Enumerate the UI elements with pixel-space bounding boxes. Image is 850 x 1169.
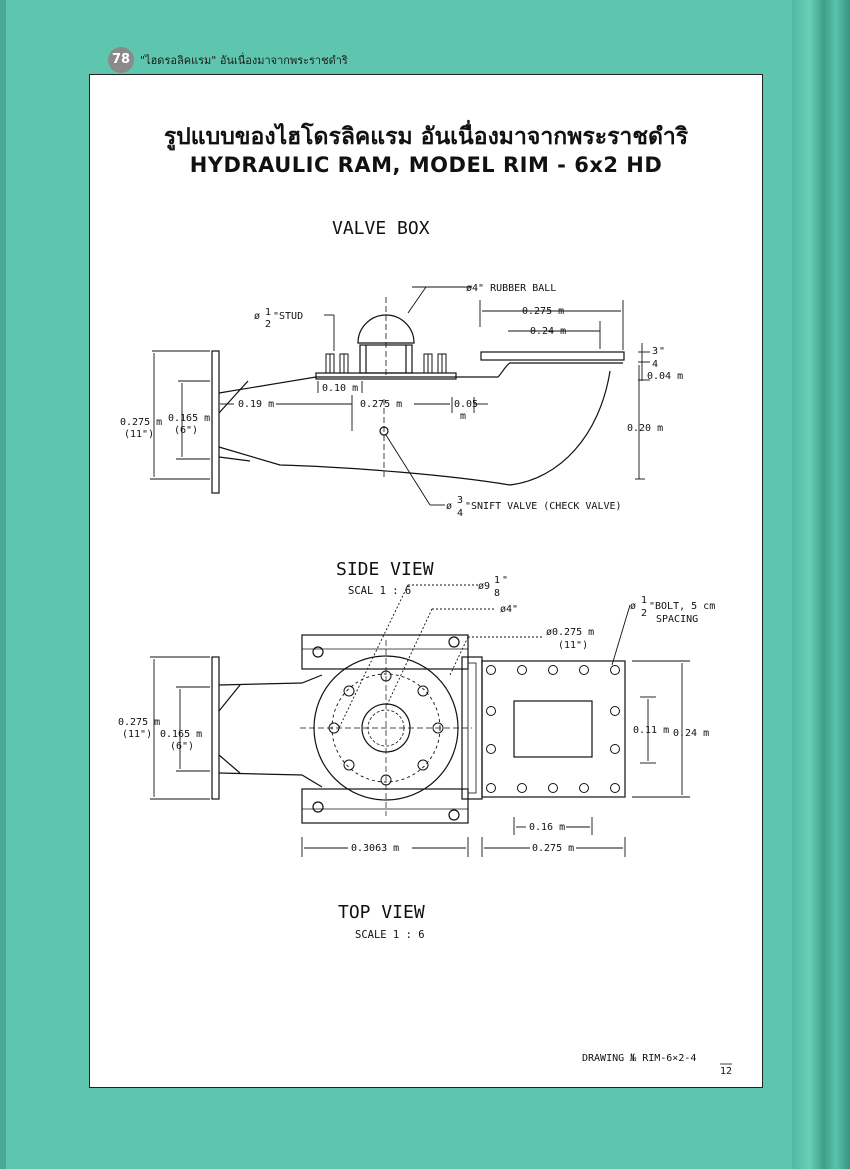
label-dia-4: ø4" — [500, 604, 518, 615]
label-snift-den: 4 — [457, 508, 463, 519]
label-stud-den: 2 — [265, 319, 271, 330]
dim-left-11: (11") — [124, 429, 154, 440]
rubber-ball — [357, 314, 415, 344]
dim-top-left-11: (11") — [122, 729, 152, 740]
inlet-flange — [211, 350, 220, 494]
label-spacing: SPACING — [656, 614, 698, 625]
page-spine-shadow — [0, 0, 6, 1169]
dim-top-0165: 0.165 m — [160, 729, 202, 740]
side-view-title: SIDE VIEW — [336, 559, 434, 580]
valve-housing — [359, 344, 413, 374]
lower-mount-lug — [301, 788, 469, 824]
dim-010: 0.10 m — [322, 383, 358, 394]
label-bolt-den: 2 — [641, 608, 647, 619]
book-binding-edge — [792, 0, 850, 1169]
dim-left-0275: 0.275 m — [120, 417, 162, 428]
dim-005: 0.05 — [454, 399, 478, 410]
label-snift-dia: ø — [446, 501, 452, 512]
label-stud-dia: ø — [254, 311, 260, 322]
drawing-sheet-count: 12 — [720, 1066, 732, 1077]
dim-6: (6") — [174, 425, 198, 436]
book-running-title: "ไฮดรอลิคแรม" อันเนื่องมาจากพระราชดำริ — [140, 54, 348, 67]
drawing-sheet: รูปแบบของไฮโดรลิคแรม อันเนื่องมาจากพระรา… — [89, 74, 763, 1088]
label-dia-9-num: 1 — [494, 575, 500, 586]
label-bolt: "BOLT, 5 cm — [649, 601, 715, 612]
dim-top-6: (6") — [170, 741, 194, 752]
label-bolt-num: 1 — [641, 595, 647, 606]
label-dia-9-den: 8 — [494, 588, 500, 599]
dim-0165: 0.165 m — [168, 413, 210, 424]
dim-top-left-0275: 0.275 m — [118, 717, 160, 728]
top-inlet-flange — [211, 656, 220, 800]
dim-005-unit: m — [460, 411, 466, 422]
dim-024: 0.24 m — [673, 728, 709, 739]
label-snift-num: 3 — [457, 495, 463, 506]
top-view: ø9 1 8 " ø4" ø0.275 m (11") ø 1 2 "BOLT,… — [118, 575, 715, 941]
label-dia-0275: ø0.275 m — [546, 627, 594, 638]
top-view-scale: SCALE 1 : 6 — [355, 929, 425, 941]
label-dia-9-inch: " — [502, 575, 508, 586]
dim-019: 0.19 m — [238, 399, 274, 410]
dim-011: 0.11 m — [633, 725, 669, 736]
top-view-title: TOP VIEW — [338, 902, 425, 923]
outlet-pipe — [480, 351, 625, 361]
label-rubber-ball: ø4" RUBBER BALL — [466, 283, 556, 294]
label-frac-den: 4 — [652, 359, 658, 370]
side-view: VALVE BOX — [120, 218, 683, 597]
label-stud: "STUD — [273, 311, 303, 322]
square-opening — [513, 700, 593, 758]
label-inch: " — [659, 346, 665, 357]
stud-bolts — [325, 353, 447, 374]
label-frac-num: 3 — [652, 346, 658, 357]
label-snift: "SNIFT VALVE (CHECK VALVE) — [465, 501, 622, 512]
valve-box-heading: VALVE BOX — [332, 218, 430, 239]
dim-bottom-0275: 0.275 m — [532, 843, 574, 854]
technical-drawing: VALVE BOX — [118, 218, 732, 1077]
dim-020: 0.20 m — [627, 423, 663, 434]
dim-016: 0.16 m — [529, 822, 565, 833]
square-outlet-plate — [481, 660, 626, 798]
label-dia-11: (11") — [558, 640, 588, 651]
upper-mount-lug — [301, 634, 469, 670]
drawing-title-english: HYDRAULIC RAM, MODEL RIM - 6x2 HD — [189, 153, 663, 177]
dim-03063: 0.3063 m — [351, 843, 399, 854]
valve-body-top-edge — [218, 362, 623, 394]
valve-body-lower-edge — [218, 370, 611, 486]
label-bolt-dia: ø — [630, 601, 636, 612]
drawing-title-thai: รูปแบบของไฮโดรลิคแรม อันเนื่องมาจากพระรา… — [163, 124, 689, 150]
dim-mid-0275: 0.275 m — [360, 399, 402, 410]
side-view-scale: SCAL 1 : 6 — [348, 585, 411, 597]
drawing-number: DRAWING № RIM-6×2-4 — [582, 1053, 696, 1064]
dim-top-024: 0.24 m — [530, 326, 566, 337]
dim-top-0275: 0.275 m — [522, 306, 564, 317]
drawing-number-block: DRAWING № RIM-6×2-4 12 — [582, 1053, 732, 1077]
label-dia-9: ø9 — [478, 581, 490, 592]
dim-004: 0.04 m — [647, 371, 683, 382]
plate-bolt-holes — [486, 665, 620, 793]
label-stud-num: 1 — [265, 307, 271, 318]
page-number-badge: 78 — [108, 47, 134, 73]
